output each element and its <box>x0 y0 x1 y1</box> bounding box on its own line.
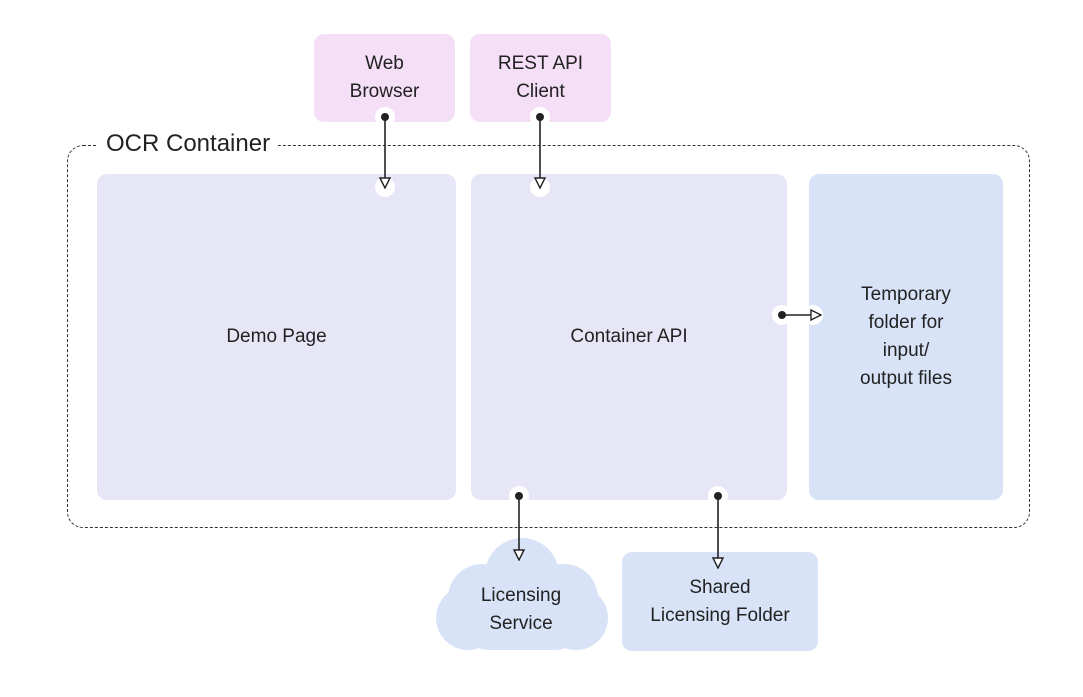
ocr-container-title: OCR Container <box>98 128 279 160</box>
demo-page-box: Demo Page <box>97 174 456 500</box>
temporary-folder-box: Temporary folder for input/ output files <box>809 174 1003 500</box>
licensing-service-cloud-icon <box>436 538 608 650</box>
rest-to-api-arrow <box>530 107 550 197</box>
licensing-service-label: Licensing Service <box>480 585 562 634</box>
api-to-licensing-service-arrow <box>509 486 529 565</box>
api-to-shared-folder-arrow <box>708 486 728 573</box>
browser-to-demo-arrow <box>375 107 395 197</box>
ocr-container-boundary <box>67 145 1030 528</box>
api-to-temp-folder-arrow <box>772 305 823 325</box>
container-api-box: Container API <box>471 174 787 500</box>
